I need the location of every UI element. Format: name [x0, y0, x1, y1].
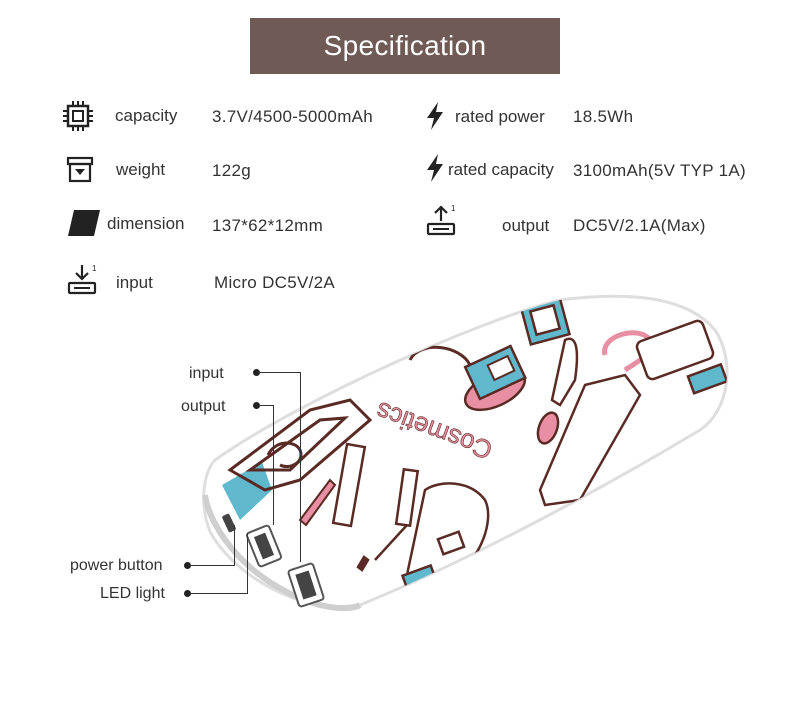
svg-text:1: 1 — [92, 264, 97, 273]
svg-text:1: 1 — [451, 204, 456, 213]
power-button-callout: power button — [70, 557, 163, 574]
output-value: DC5V/2.1A(Max) — [573, 216, 706, 235]
download-tray-icon: 1 — [67, 264, 97, 295]
title-banner: Specification — [250, 18, 560, 74]
led-light-callout-dot — [184, 590, 191, 597]
chip-icon — [63, 101, 93, 131]
dimension-value: 137*62*12mm — [212, 216, 324, 235]
rated-power-value: 18.5Wh — [573, 107, 634, 126]
lightning-icon — [427, 102, 443, 130]
upload-tray-icon: 1 — [426, 204, 456, 236]
rated-capacity-label: rated capacity — [448, 160, 554, 179]
port-group — [222, 513, 325, 608]
micro-input-port — [222, 513, 236, 533]
led-light-callout: LED light — [100, 585, 165, 602]
input-callout: input — [189, 365, 224, 382]
weight-label: weight — [116, 160, 166, 179]
power-bank-body — [202, 294, 729, 609]
power-button-callout-dot — [184, 562, 191, 569]
output-label: output — [502, 216, 550, 235]
input-value: Micro DC5V/2A — [214, 273, 336, 292]
box-icon — [66, 156, 94, 183]
slab-icon — [68, 210, 100, 236]
rated-capacity-value: 3100mAh(5V TYP 1A) — [573, 161, 746, 180]
output-callout: output — [181, 398, 226, 415]
capacity-value: 3.7V/4500-5000mAh — [212, 107, 374, 126]
input-label: input — [116, 273, 153, 292]
output-callout-dot — [253, 402, 260, 409]
weight-value: 122g — [212, 161, 252, 180]
page-title: Specification — [323, 30, 487, 61]
capacity-label: capacity — [115, 106, 178, 125]
input-callout-dot — [253, 369, 260, 376]
dimension-label: dimension — [107, 214, 185, 233]
rated-power-label: rated power — [455, 107, 545, 126]
lightning-icon — [427, 154, 443, 182]
